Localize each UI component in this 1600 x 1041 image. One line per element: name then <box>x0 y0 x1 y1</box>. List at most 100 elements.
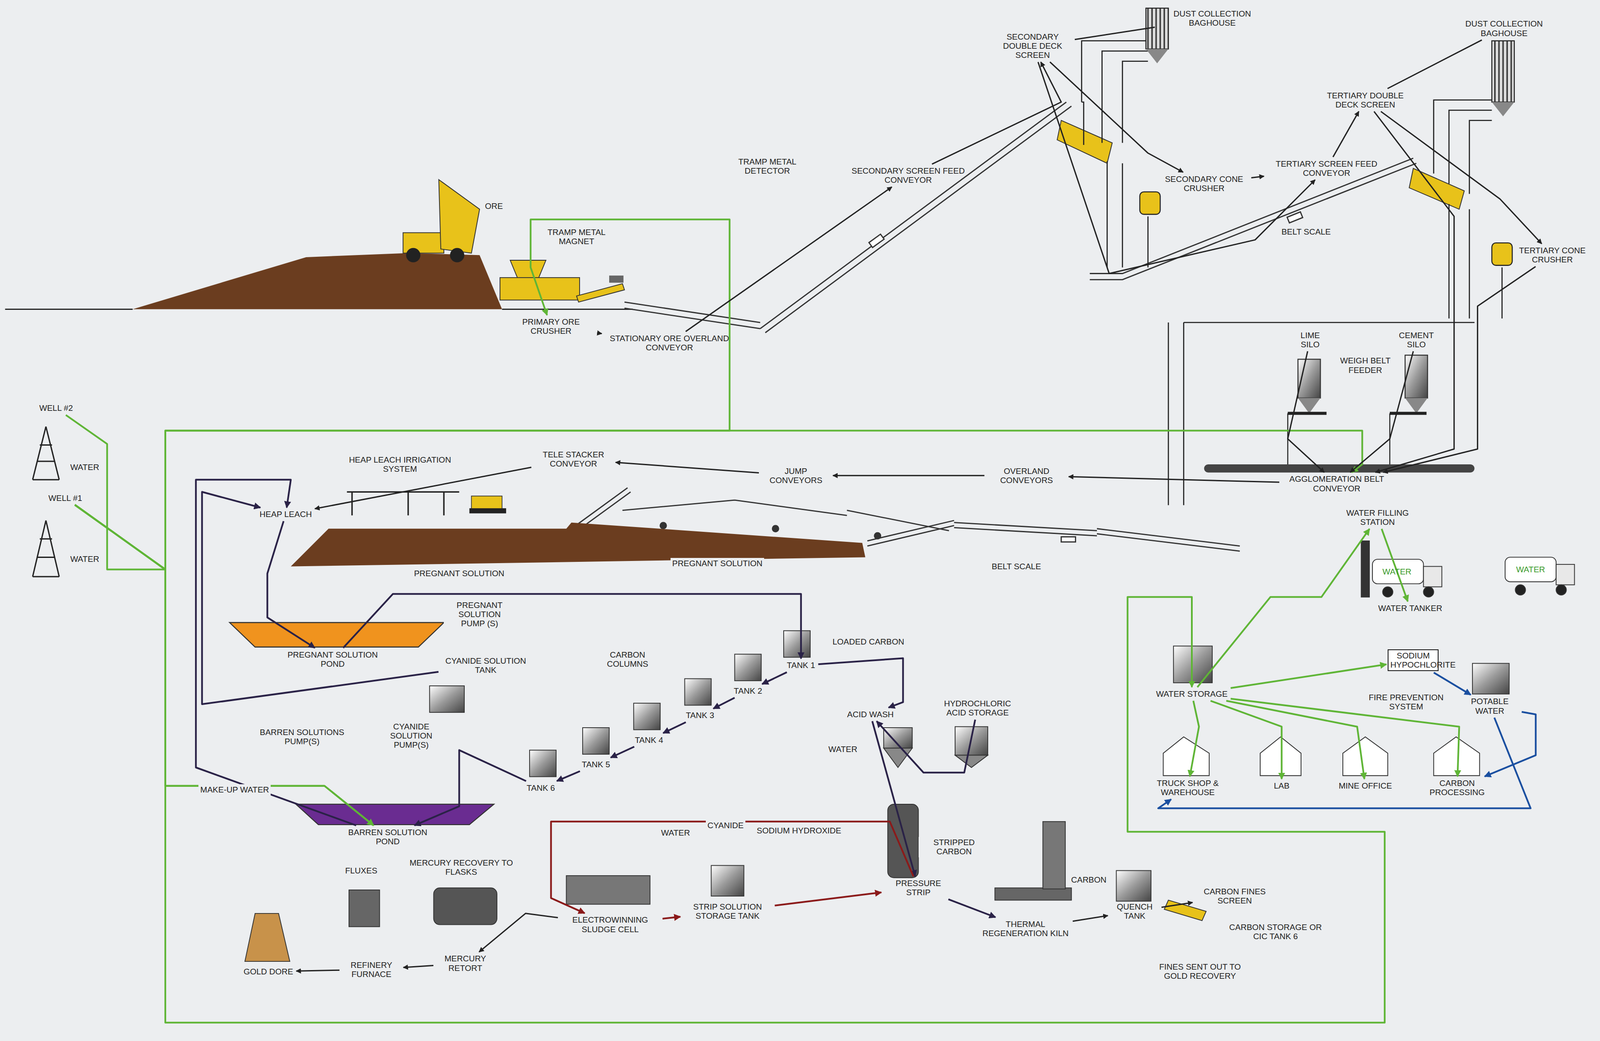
water-system <box>1382 586 1393 597</box>
node-text: TRUCK SHOP & WAREHOUSE <box>1143 778 1232 798</box>
flow-line <box>774 892 882 906</box>
conveyor <box>1287 211 1303 223</box>
water-system <box>1372 559 1424 584</box>
carbon-column <box>734 654 762 681</box>
primary-crusher <box>576 283 625 302</box>
silo <box>1405 355 1428 398</box>
carbon-column <box>783 630 811 658</box>
equipment-node: HEAP LEACH <box>258 508 314 520</box>
equipment-node: DUST COLLECTION BAGHOUSE <box>1448 18 1561 39</box>
carbon-column <box>529 750 557 777</box>
flow-line <box>1074 27 1155 40</box>
haul-truck <box>449 248 465 263</box>
annotation-label: MERCURY RECOVERY TO FLASKS <box>405 857 518 878</box>
annotation-label: WATER <box>826 743 860 755</box>
equipment-node: SECONDARY SCREEN FEED CONVEYOR <box>846 165 970 186</box>
equipment-node: HYDROCHLORIC ACID STORAGE <box>931 697 1024 719</box>
silo <box>1298 398 1321 414</box>
flow-line <box>1197 528 1370 688</box>
heap-leach <box>471 496 502 511</box>
equipment-node: TANK 2 <box>731 685 764 697</box>
annotation-label: PREGNANT SOLUTION <box>412 567 507 579</box>
annotation-label: WEIGH BELT FEEDER <box>1329 355 1402 376</box>
node-text: SODIUM HYPOCHLORITE <box>1390 650 1436 670</box>
water-well <box>32 426 60 480</box>
annotation-label: CYANIDE SOLUTION PUMP(S) <box>375 721 447 751</box>
primary-crusher <box>510 260 547 278</box>
flow-line <box>74 219 730 570</box>
annotation-label: FLUXES <box>343 865 380 876</box>
annotation-label: TRAMP METAL DETECTOR <box>726 156 809 177</box>
equipment-node: ACID WASH <box>845 708 896 720</box>
node-text: HYDROCHLORIC ACID STORAGE <box>933 698 1022 718</box>
flow-line <box>685 187 893 332</box>
node-text: OVERLAND CONVEYORS <box>987 466 1066 486</box>
equipment-node: WELL #1 <box>46 492 84 504</box>
node-text: THERMAL REGENERATION KILN <box>981 919 1070 939</box>
label-text: WATER <box>1516 564 1546 574</box>
flow-line <box>550 821 914 914</box>
equipment-node: ELECTROWINNING SLUDGE CELL <box>559 914 662 935</box>
label-text: WEIGH BELT FEEDER <box>1331 355 1400 375</box>
carbon-column <box>429 630 811 777</box>
node-text: TERTIARY SCREEN FEED CONVEYOR <box>1267 159 1386 178</box>
node-text: POTABLE WATER <box>1460 696 1519 716</box>
strip-circuit <box>887 804 919 878</box>
label-text: SODIUM HYDROXIDE <box>756 825 842 836</box>
flow-line <box>74 504 1385 1023</box>
strip-circuit <box>348 889 380 927</box>
node-text: WATER FILLING STATION <box>1338 508 1417 527</box>
agglomeration-belt <box>1204 464 1475 473</box>
label-text: PREGNANT SOLUTION PUMP (S) <box>445 600 514 629</box>
node-text: BARREN SOLUTION POND <box>343 827 433 847</box>
flow-line <box>1189 700 1199 777</box>
label-text: WATER <box>70 554 100 564</box>
label-text: LOADED CARBON <box>832 637 905 647</box>
equipment-node: LAB <box>1271 780 1292 792</box>
equipment-node: TELE STACKER CONVEYOR <box>532 449 615 470</box>
water-system <box>1505 556 1557 582</box>
solution-pond <box>229 622 444 648</box>
water-system <box>1515 584 1526 595</box>
label-text: CYANIDE SOLUTION PUMP(S) <box>377 721 446 750</box>
label-text: CYANIDE <box>707 820 744 830</box>
node-text: QUENCH TANK <box>1110 902 1159 921</box>
flow-line <box>1230 664 1387 689</box>
strip-circuit <box>244 913 290 962</box>
node-text: WELL #2 <box>39 403 73 413</box>
silo <box>1287 355 1428 465</box>
equipment-node: REFINERY FURNACE <box>340 959 403 980</box>
node-text: CYANIDE SOLUTION TANK <box>441 656 530 675</box>
node-text: CEMENT SILO <box>1392 330 1440 350</box>
label-text: FINES SENT OUT TO GOLD RECOVERY <box>1150 962 1250 981</box>
node-text: LIME SILO <box>1291 330 1329 350</box>
equipment-node: MERCURY RETORT <box>434 952 497 974</box>
node-text: STATIONARY ORE OVERLAND CONVEYOR <box>604 333 735 353</box>
annotation-label: BELT SCALE <box>989 560 1043 572</box>
label-text: TRAMP METAL MAGNET <box>537 227 616 247</box>
annotation-label: TRAMP METAL MAGNET <box>535 226 618 248</box>
equipment-node: WATER STORAGE <box>1154 688 1230 700</box>
flow-line <box>201 491 439 705</box>
baghouse <box>1145 49 1169 64</box>
equipment-node: STRIP SOLUTION STORAGE TANK <box>681 901 774 922</box>
equipment-node: LIME SILO <box>1289 329 1331 351</box>
equipment-node: TERTIARY DOUBLE DECK SCREEN <box>1319 90 1412 111</box>
flow-line <box>662 916 681 919</box>
equipment-node: TANK 6 <box>524 782 557 794</box>
screen-crusher-station <box>1081 102 1503 506</box>
equipment-node: QUENCH TANK <box>1109 901 1161 922</box>
conveyor <box>868 234 885 248</box>
equipment-node: WELL #2 <box>37 402 75 414</box>
annotation-label: WATER <box>1514 563 1547 575</box>
node-text: SECONDARY CONE CRUSHER <box>1160 174 1249 194</box>
water-system <box>1260 736 1302 776</box>
label-text: BELT SCALE <box>1281 227 1331 237</box>
equipment-node: CARBON PROCESSING <box>1421 777 1493 799</box>
water-system <box>1163 540 1575 776</box>
flow-line <box>598 332 602 334</box>
equipment-node: SECONDARY DOUBLE DECK SCREEN <box>991 31 1074 61</box>
label-text: PREGNANT SOLUTION <box>672 558 763 568</box>
equipment-node: GOLD DORE <box>241 966 296 977</box>
